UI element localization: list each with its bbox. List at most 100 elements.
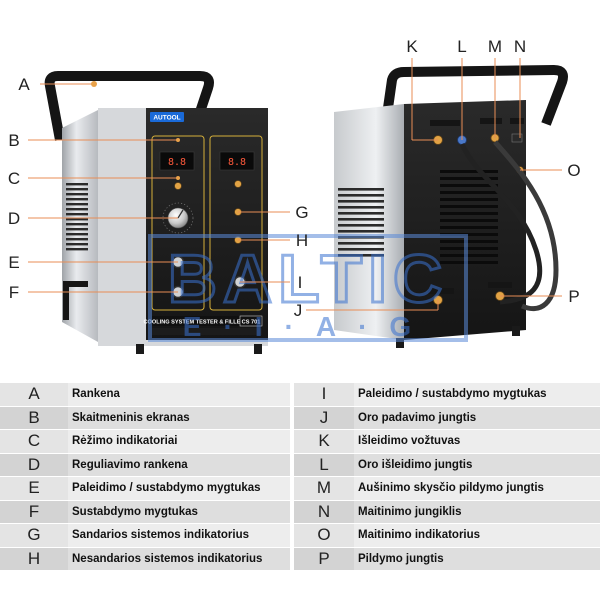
callout-F: F [9,283,19,302]
legend-letter-left: C [0,429,68,454]
callout-C: C [8,169,20,188]
legend-letter-left: G [0,523,68,548]
legend-letter-right: L [294,453,354,477]
panel-title-strip [152,316,262,326]
legend-letter-left: A [0,383,68,407]
legend-text-right: Aušinimo skysčio pildymo jungtis [354,476,600,501]
panel-subtitle-strip [152,328,262,335]
watermark-top: BALTIC [168,241,448,317]
legend-text-right: Maitinimo jungiklis [354,500,600,524]
legend-letter-right: K [294,429,354,454]
callout-M: M [488,37,502,56]
callout-L: L [457,37,466,56]
digital-display-left [159,151,195,171]
front-handle [44,71,214,141]
legend-letter-right: M [294,476,354,501]
legend-letter-right: J [294,406,354,430]
mode-indicator-right [234,180,242,188]
back-handle [383,65,568,126]
legend-text-left: Nesandarios sistemos indikatorius [68,547,290,571]
legend-separator [290,547,294,571]
panel-title: COOLING SYSTEM TESTER & FILLER [143,320,244,326]
legend-text-left: Rėžimo indikatoriai [68,429,290,454]
callout-H: H [296,231,308,250]
legend-separator [290,383,294,407]
digital-display-right [219,151,255,171]
legend-separator [290,500,294,524]
knob-scale [162,202,194,234]
legend-text-left: Skaitmeninis ekranas [68,406,290,430]
callout-P: P [568,287,579,306]
legend-letter-right: O [294,523,354,548]
knob-pointer [177,209,184,219]
legend-text-left: Sandarios sistemos indikatorius [68,523,290,548]
front-control-panel [146,108,268,340]
legend-separator [290,476,294,501]
front-foot-right [254,344,262,354]
callout-J: J [294,301,303,320]
legend-text-right: Išleidimo vožtuvas [354,429,600,454]
legend-text-left: Paleidimo / sustabdymo mygtukas [68,476,290,501]
display-digits-right: 8.8 [228,157,246,168]
callout-K: K [406,37,418,56]
model-text: CS 701 [242,320,261,326]
legend-text-left: Sustabdymo mygtukas [68,500,290,524]
back-vent-grille [440,170,498,264]
legend-text-right: Oro padavimo jungtis [354,406,600,430]
callout-O: O [567,161,580,180]
mode-indicator-left [174,182,182,190]
legend-letter-left: F [0,500,68,524]
model-badge [239,315,263,327]
legend-letter-left: B [0,406,68,430]
callout-dots-left [91,81,180,180]
front-side-hook [63,281,88,320]
legend-text-right: Paleidimo / sustabdymo mygtukas [354,383,600,407]
legend-letter-left: H [0,547,68,571]
callouts-left [28,83,439,311]
front-side-vents [66,183,88,251]
legend-text-left: Reguliavimo rankena [68,453,290,477]
callout-A: A [18,75,30,94]
legend-text-left: Rankena [68,383,290,407]
front-foot-left [136,344,144,354]
front-unit: AUTOOL 8.8 8.8 COOLING SYSTE [44,71,268,354]
legend-letter-right: I [294,383,354,407]
hose-fill [493,140,559,312]
legend-text-right: Pildymo jungtis [354,547,600,571]
legend-letter-right: N [294,500,354,524]
brand-text: AUTOOL [153,115,180,122]
power-switch[interactable] [511,133,523,143]
brand-badge [150,112,184,122]
watermark-bottom: E·I·A·G [183,311,433,342]
legend-separator [290,453,294,477]
legend-text-right: Maitinimo indikatorius [354,523,600,548]
legend-separator [290,406,294,430]
back-foot-left [396,338,404,348]
legend-text-right: Oro išleidimo jungtis [354,453,600,477]
back-side-panel [334,104,404,340]
legend-separator [290,429,294,454]
callout-D: D [8,209,20,228]
callouts-right [411,58,562,297]
watermark: BALTIC E·I·A·G [148,234,468,342]
callout-E: E [8,253,19,272]
legend-separator [290,523,294,548]
right-subpanel [209,135,263,311]
legend-letter-left: D [0,453,68,477]
product-illustration: AUTOOL 8.8 8.8 COOLING SYSTE [8,37,581,354]
callout-B: B [8,131,19,150]
callout-I: I [298,273,303,292]
back-foot-right [512,326,520,336]
display-digits-left: 8.8 [168,157,186,168]
